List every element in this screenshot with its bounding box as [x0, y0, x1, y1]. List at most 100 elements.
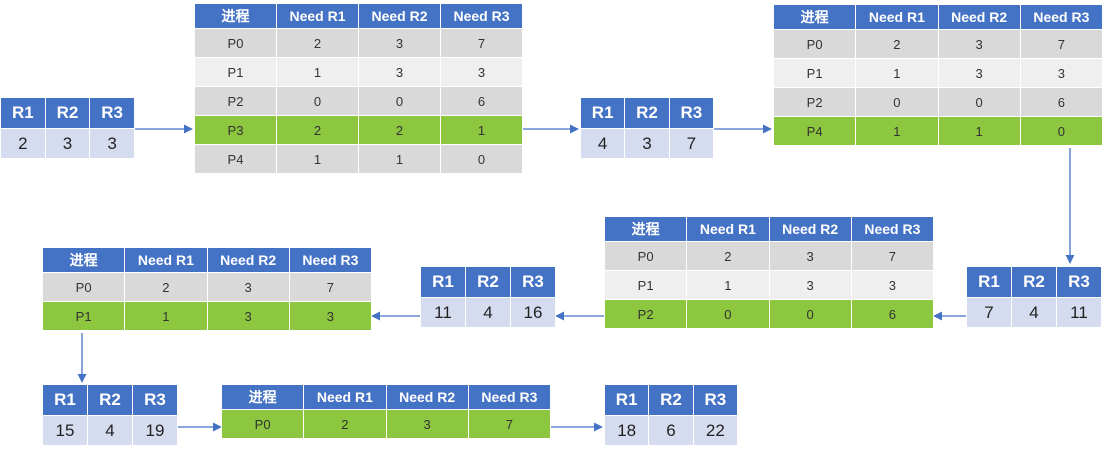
- need-value-cell: 3: [440, 57, 523, 87]
- process-name-cell: P4: [772, 116, 857, 146]
- process-name-cell: P0: [772, 29, 857, 59]
- need-header-cell: Need R1: [124, 247, 208, 273]
- need-header-cell: 进程: [194, 3, 277, 29]
- need-value-cell: 1: [686, 270, 770, 300]
- resource-header-cell: R2: [44, 97, 91, 129]
- available-value-cell: 11: [1056, 297, 1102, 328]
- need-header-cell: 进程: [603, 216, 688, 242]
- need-value-cell: 2: [303, 409, 387, 439]
- available-value-cell: 7: [668, 128, 715, 159]
- available-value-cell: 3: [44, 128, 91, 159]
- available-value-cell: 6: [648, 415, 694, 446]
- need-header-cell: Need R2: [358, 3, 441, 29]
- resource-header-cell: R1: [0, 97, 46, 129]
- process-name-cell: P1: [41, 301, 126, 331]
- need-value-cell: 3: [768, 270, 852, 300]
- need-header-cell: Need R2: [385, 384, 469, 410]
- resource-header-cell: R3: [132, 384, 178, 416]
- need-value-cell: 1: [855, 116, 939, 146]
- resource-header-cell: R3: [1056, 266, 1102, 298]
- need-header-cell: Need R1: [855, 4, 939, 30]
- available-value-cell: 2: [0, 128, 46, 159]
- available-value-cell: 4: [1011, 297, 1057, 328]
- need-header-cell: Need R3: [440, 3, 523, 29]
- process-name-cell: P0: [41, 272, 126, 302]
- need-value-cell: 3: [1019, 58, 1104, 88]
- need-value-cell: 3: [206, 272, 290, 302]
- resource-header-cell: R1: [42, 384, 88, 416]
- need-value-cell: 3: [768, 241, 852, 271]
- resource-header-cell: R2: [87, 384, 133, 416]
- process-name-cell: P2: [194, 86, 277, 116]
- need-value-cell: 0: [440, 144, 523, 174]
- need-value-cell: 2: [276, 115, 359, 145]
- need-value-cell: 6: [850, 299, 935, 329]
- resource-header-cell: R1: [966, 266, 1012, 298]
- resource-header-cell: R1: [579, 97, 626, 129]
- available-value-cell: 7: [966, 297, 1012, 328]
- process-name-cell: P0: [220, 409, 305, 439]
- need-header-cell: Need R3: [288, 247, 373, 273]
- need-value-cell: 3: [385, 409, 469, 439]
- need-value-cell: 0: [937, 87, 1021, 117]
- need-header-cell: Need R2: [768, 216, 852, 242]
- resource-header-cell: R1: [420, 266, 466, 298]
- process-name-cell: P2: [772, 87, 857, 117]
- need-value-cell: 0: [358, 86, 441, 116]
- need-header-cell: Need R2: [937, 4, 1021, 30]
- need-value-cell: 2: [276, 28, 359, 58]
- need-value-cell: 1: [276, 144, 359, 174]
- process-name-cell: P4: [194, 144, 277, 174]
- need-value-cell: 1: [440, 115, 523, 145]
- process-name-cell: P2: [603, 299, 688, 329]
- available-value-cell: 19: [132, 415, 178, 446]
- need-value-cell: 3: [358, 28, 441, 58]
- need-value-cell: 0: [855, 87, 939, 117]
- available-value-cell: 4: [579, 128, 626, 159]
- need-value-cell: 6: [440, 86, 523, 116]
- need-header-cell: Need R1: [686, 216, 770, 242]
- need-value-cell: 2: [124, 272, 208, 302]
- available-value-cell: 3: [89, 128, 135, 159]
- resource-header-cell: R2: [1011, 266, 1057, 298]
- resource-header-cell: R1: [603, 384, 650, 416]
- need-header-cell: Need R3: [1019, 4, 1104, 30]
- need-value-cell: 2: [855, 29, 939, 59]
- need-value-cell: 1: [358, 144, 441, 174]
- need-value-cell: 1: [276, 57, 359, 87]
